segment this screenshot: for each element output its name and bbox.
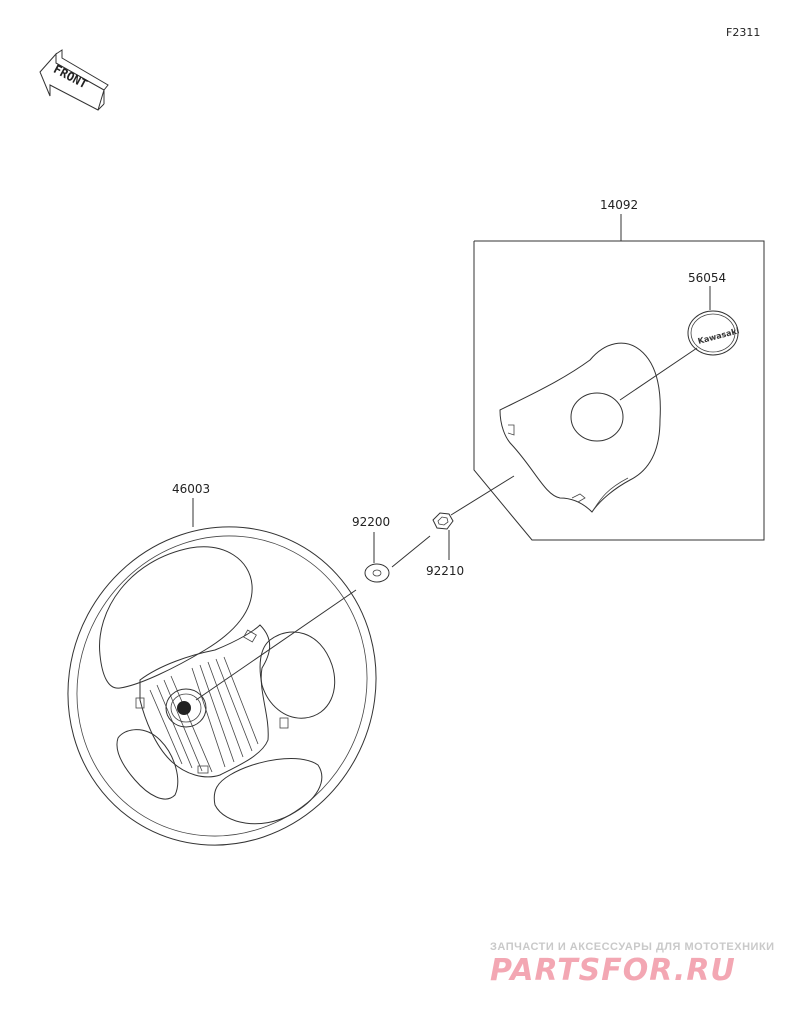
horn-pad-14092[interactable] — [499, 342, 661, 513]
front-label: FRONT — [51, 62, 89, 91]
label-46003: 46003 — [172, 482, 210, 496]
label-92200: 92200 — [352, 515, 390, 529]
label-14092: 14092 — [600, 198, 638, 212]
front-arrow-icon: FRONT — [39, 49, 109, 111]
svg-text:Kawasaki: Kawasaki — [697, 326, 741, 346]
washer-92200[interactable] — [364, 563, 390, 583]
hub-ribs — [149, 656, 259, 773]
watermark: ЗАПЧАСТИ И АКСЕССУАРЫ ДЛЯ МОТОТЕХНИКИ PA… — [490, 941, 775, 988]
label-56054: 56054 — [688, 271, 726, 285]
steering-wheel-46003[interactable] — [12, 472, 432, 899]
watermark-caption: ЗАПЧАСТИ И АКСЕССУАРЫ ДЛЯ МОТОТЕХНИКИ — [490, 941, 775, 953]
assembly-frame — [473, 240, 765, 541]
diagram-code: F2311 — [726, 26, 760, 39]
watermark-logo: PARTSFOR.RU — [490, 953, 736, 988]
nut-92210[interactable] — [432, 512, 454, 530]
label-92210: 92210 — [426, 564, 464, 578]
